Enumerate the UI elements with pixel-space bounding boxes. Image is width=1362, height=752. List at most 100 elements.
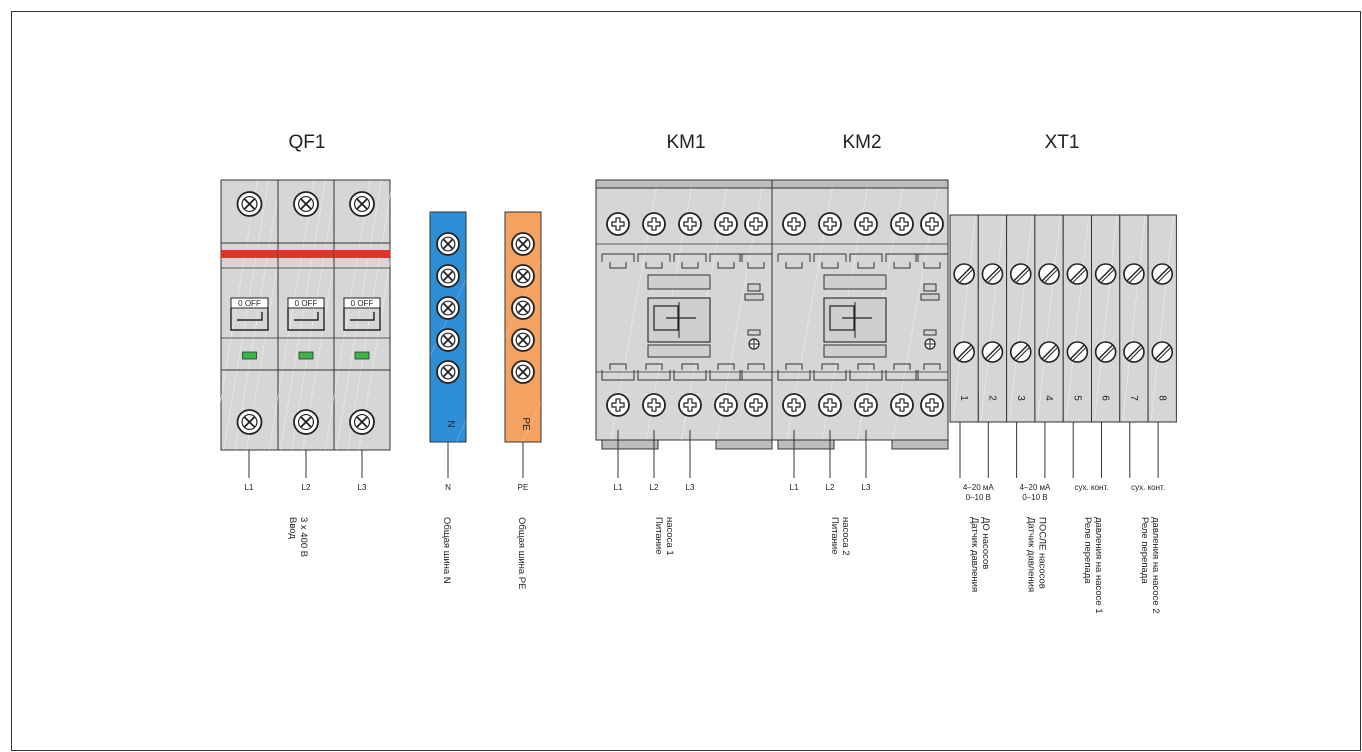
status-window [242,351,257,360]
signal-type-label: сух. конт. [1075,483,1109,492]
terminal-number: 5 [1071,395,1082,401]
xt1-caption: Датчик давления [1026,517,1037,592]
n-bus-bar: N [429,211,467,443]
screw-x-icon [436,232,460,256]
signal-type-label: 4–20 мА [963,483,995,492]
signal-type-label: сух. конт. [1131,483,1165,492]
terminal-cell: 8 [1147,214,1177,423]
screw-x-icon [511,296,535,320]
km2-caption: насоса 2 [840,517,851,556]
xt1-caption: давления на насосе 1 [1093,517,1104,614]
screw-slot-icon [981,263,1004,285]
toggle-lever [343,308,381,331]
wire-clamp [885,253,919,269]
screw-slot-icon [953,263,975,285]
screw-x-icon [436,264,460,288]
mount-foot [715,439,773,450]
wire-clamp [885,363,919,381]
screw-plus-icon [744,212,768,236]
screw-plus-icon [678,212,702,236]
mount-foot [777,439,835,450]
wire-clamp [915,363,949,381]
xt1-caption: ПОСЛЕ насосов [1037,517,1048,589]
mount-foot [601,439,659,450]
qf1-terminal-label: L2 [302,483,311,492]
qf1-terminal-label: L3 [358,483,367,492]
km2-terminal-label: L1 [790,483,799,492]
km1-terminal-label: L3 [686,483,695,492]
screw-slot-icon [1094,263,1117,285]
qf1-terminal-label: L1 [245,483,254,492]
screw-plus-icon [782,393,806,417]
screw-x-icon [436,360,460,384]
wire-clamp [777,363,811,381]
screw-slot-icon [1151,341,1174,363]
aux-slot [647,274,711,290]
terminal-number: 4 [1043,395,1054,401]
screw-slot-icon [1009,341,1032,363]
terminal-number: 8 [1156,395,1167,401]
screw-slot-icon [1038,263,1060,285]
xt1-caption: Реле перепада [1082,517,1093,584]
status-window [298,351,314,360]
screw-x-icon [436,296,460,320]
xt1-caption: давления на насосе 2 [1150,517,1161,614]
screw-x-icon [511,328,535,352]
km1-title: KM1 [666,132,705,153]
aux-slot [647,344,711,358]
drawing-frame [11,11,1361,751]
screw-x-icon [236,191,263,217]
coil-terminal-icon [748,338,760,350]
aux-slot [823,344,887,358]
signal-type-label: 0–10 В [1022,493,1047,502]
signal-type-label: 4–20 мА [1019,483,1051,492]
screw-plus-icon [890,393,914,417]
screw-slot-icon [953,341,975,363]
km1-terminal-label: L2 [650,483,659,492]
switch-state-label: 0 OFF [351,299,374,308]
screw-x-icon [349,409,375,435]
screw-x-icon [436,328,460,352]
qf1-pole: 0 OFF [268,179,349,451]
terminal-cell: 6 [1091,214,1121,423]
wire-clamp [709,253,743,269]
qf1-title: QF1 [289,132,326,153]
screw-plus-icon [818,212,842,236]
screw-x-icon [293,191,319,217]
screw-slot-icon [981,341,1004,363]
contactor-top-rail [595,179,773,189]
km2-terminal-label: L3 [862,483,871,492]
screw-plus-icon [678,393,702,417]
screw-x-icon [236,409,263,435]
terminal-number: 7 [1128,395,1139,401]
pe-bus-label: PE [520,417,531,431]
screw-plus-icon [854,393,878,417]
status-window [354,351,370,360]
km1-caption: Питание [653,517,664,555]
wire-clamp [637,363,671,381]
screw-x-icon [511,360,535,384]
n-terminal-label: N [445,483,451,492]
wire-leads [248,422,1159,478]
toggle-lever [287,308,325,331]
n-bus-caption: Общая шина N [441,517,452,584]
km1-terminal-label: L1 [614,483,623,492]
trip-indicator [334,250,390,258]
screw-plus-icon [714,393,738,417]
km2-terminal-label: L2 [826,483,835,492]
switch-state-label: 0 OFF [295,299,318,308]
screw-slot-icon [1151,263,1174,285]
screw-plus-icon [714,212,738,236]
km1-contactor: KM1 [595,132,773,450]
mount-foot [891,439,949,450]
km1-caption: насоса 1 [664,517,675,556]
terminal-number: 2 [986,395,997,401]
wire-clamp [601,363,635,381]
wire-clamp [813,363,847,381]
km2-contactor: KM2 [771,132,949,450]
qf1-caption: 3 x 400 В [298,517,309,557]
